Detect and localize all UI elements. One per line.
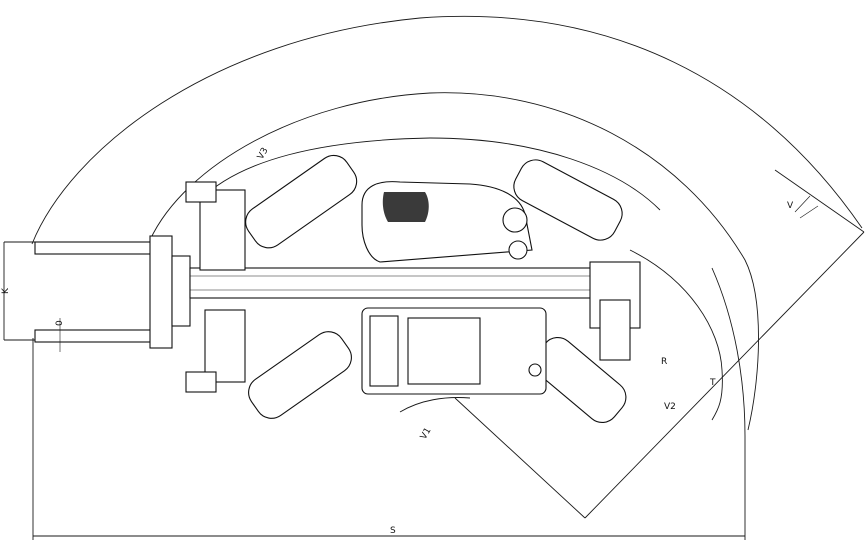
outer-right-arc [711, 267, 746, 520]
carriage-plate [171, 255, 191, 327]
front-axle-upper [199, 189, 246, 271]
label-v3: V3 [256, 146, 271, 161]
diagonal-v1-line [454, 397, 586, 519]
label-k: K [1, 287, 11, 294]
arc-v1 [399, 397, 471, 413]
label-o: 0 [55, 320, 65, 326]
label-v2: V2 [664, 402, 676, 412]
inner-arc-v2 [629, 249, 723, 421]
fork-bottom [34, 329, 154, 343]
fork-carriage [149, 235, 173, 349]
label-v: V [787, 201, 794, 211]
label-v1: V1 [419, 426, 434, 441]
wheel-rear-upper [513, 159, 623, 241]
front-fender-lower [185, 371, 217, 393]
label-s: S [390, 526, 396, 536]
inner-arc-v3 [199, 137, 661, 211]
wheel-front-lower [248, 331, 352, 419]
upper-pivot-2 [508, 240, 528, 260]
front-fender-upper [185, 181, 217, 203]
label-r: R [661, 357, 667, 367]
radius-arc-r [149, 92, 759, 431]
upper-body-hatch [382, 192, 429, 222]
diagonal-v-line [774, 169, 865, 233]
telescopic-boom [189, 267, 631, 299]
outer-envelope-arc [31, 15, 863, 245]
v-tick-2 [799, 205, 819, 219]
label-t: T [709, 378, 716, 388]
upper-pivot [502, 207, 528, 233]
front-axle-lower [204, 309, 246, 383]
steering-wheel [528, 363, 542, 377]
wheel-front-upper [245, 154, 358, 249]
diagonal-t-line [584, 231, 865, 519]
fork-top [34, 241, 154, 255]
cab-door [369, 315, 399, 387]
rear-counterweight [599, 299, 631, 361]
v-tick [794, 195, 811, 213]
cab-window [407, 317, 481, 385]
